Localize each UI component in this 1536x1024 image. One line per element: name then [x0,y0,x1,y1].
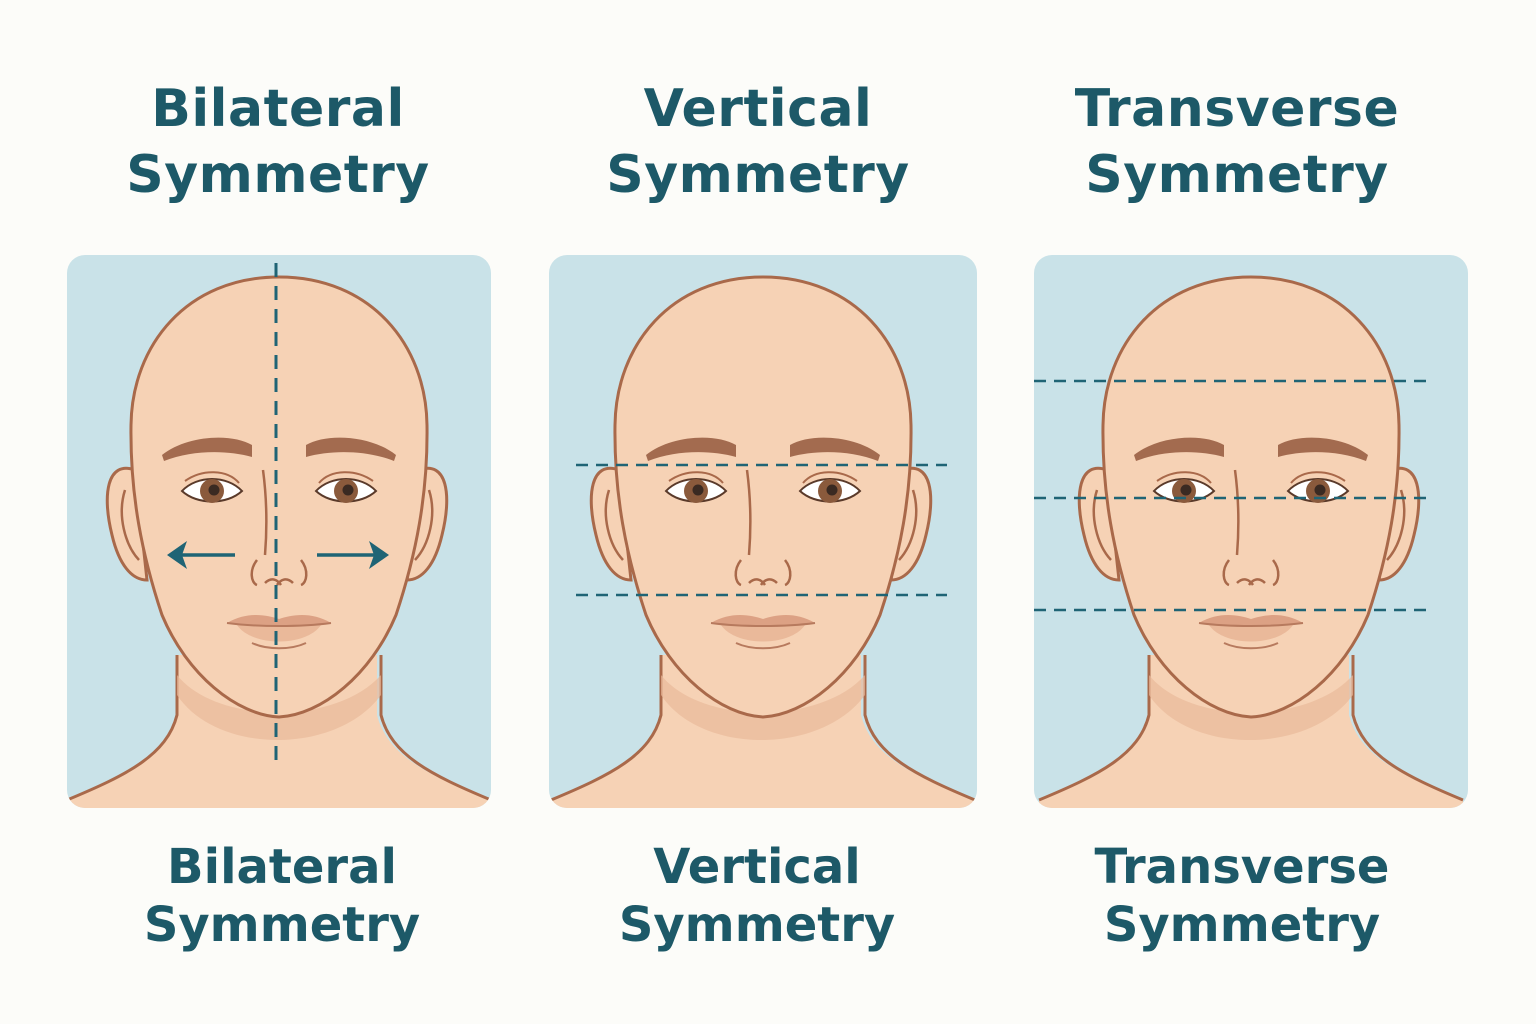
title-vertical-line2: Symmetry [606,145,910,205]
title-bilateral-line1: Bilateral [151,79,405,139]
arrow-right-icon [317,541,389,569]
title-transverse: Transverse Symmetry [1022,76,1452,208]
title-vertical: Vertical Symmetry [548,76,968,208]
panel-transverse [1034,255,1468,808]
face-illustration-vertical [549,275,977,808]
title-bilateral: Bilateral Symmetry [68,76,488,208]
face-illustration-bilateral [67,263,491,808]
caption-vertical: Vertical Symmetry [545,838,969,954]
title-transverse-line1: Transverse [1074,79,1400,139]
caption-transverse: Transverse Symmetry [1030,838,1454,954]
title-bilateral-line2: Symmetry [126,145,430,205]
caption-vertical-line2: Symmetry [618,897,896,953]
panel-vertical [549,255,977,808]
caption-transverse-line1: Transverse [1094,839,1390,895]
face-illustration-transverse [1034,275,1465,808]
caption-bilateral: Bilateral Symmetry [70,838,494,954]
caption-transverse-line2: Symmetry [1103,897,1381,953]
title-vertical-line1: Vertical [643,79,873,139]
caption-bilateral-line2: Symmetry [143,897,421,953]
caption-bilateral-line1: Bilateral [167,839,397,895]
arrow-left-icon [167,541,235,569]
caption-vertical-line1: Vertical [653,839,861,895]
panel-bilateral [67,255,491,808]
title-transverse-line2: Symmetry [1085,145,1389,205]
